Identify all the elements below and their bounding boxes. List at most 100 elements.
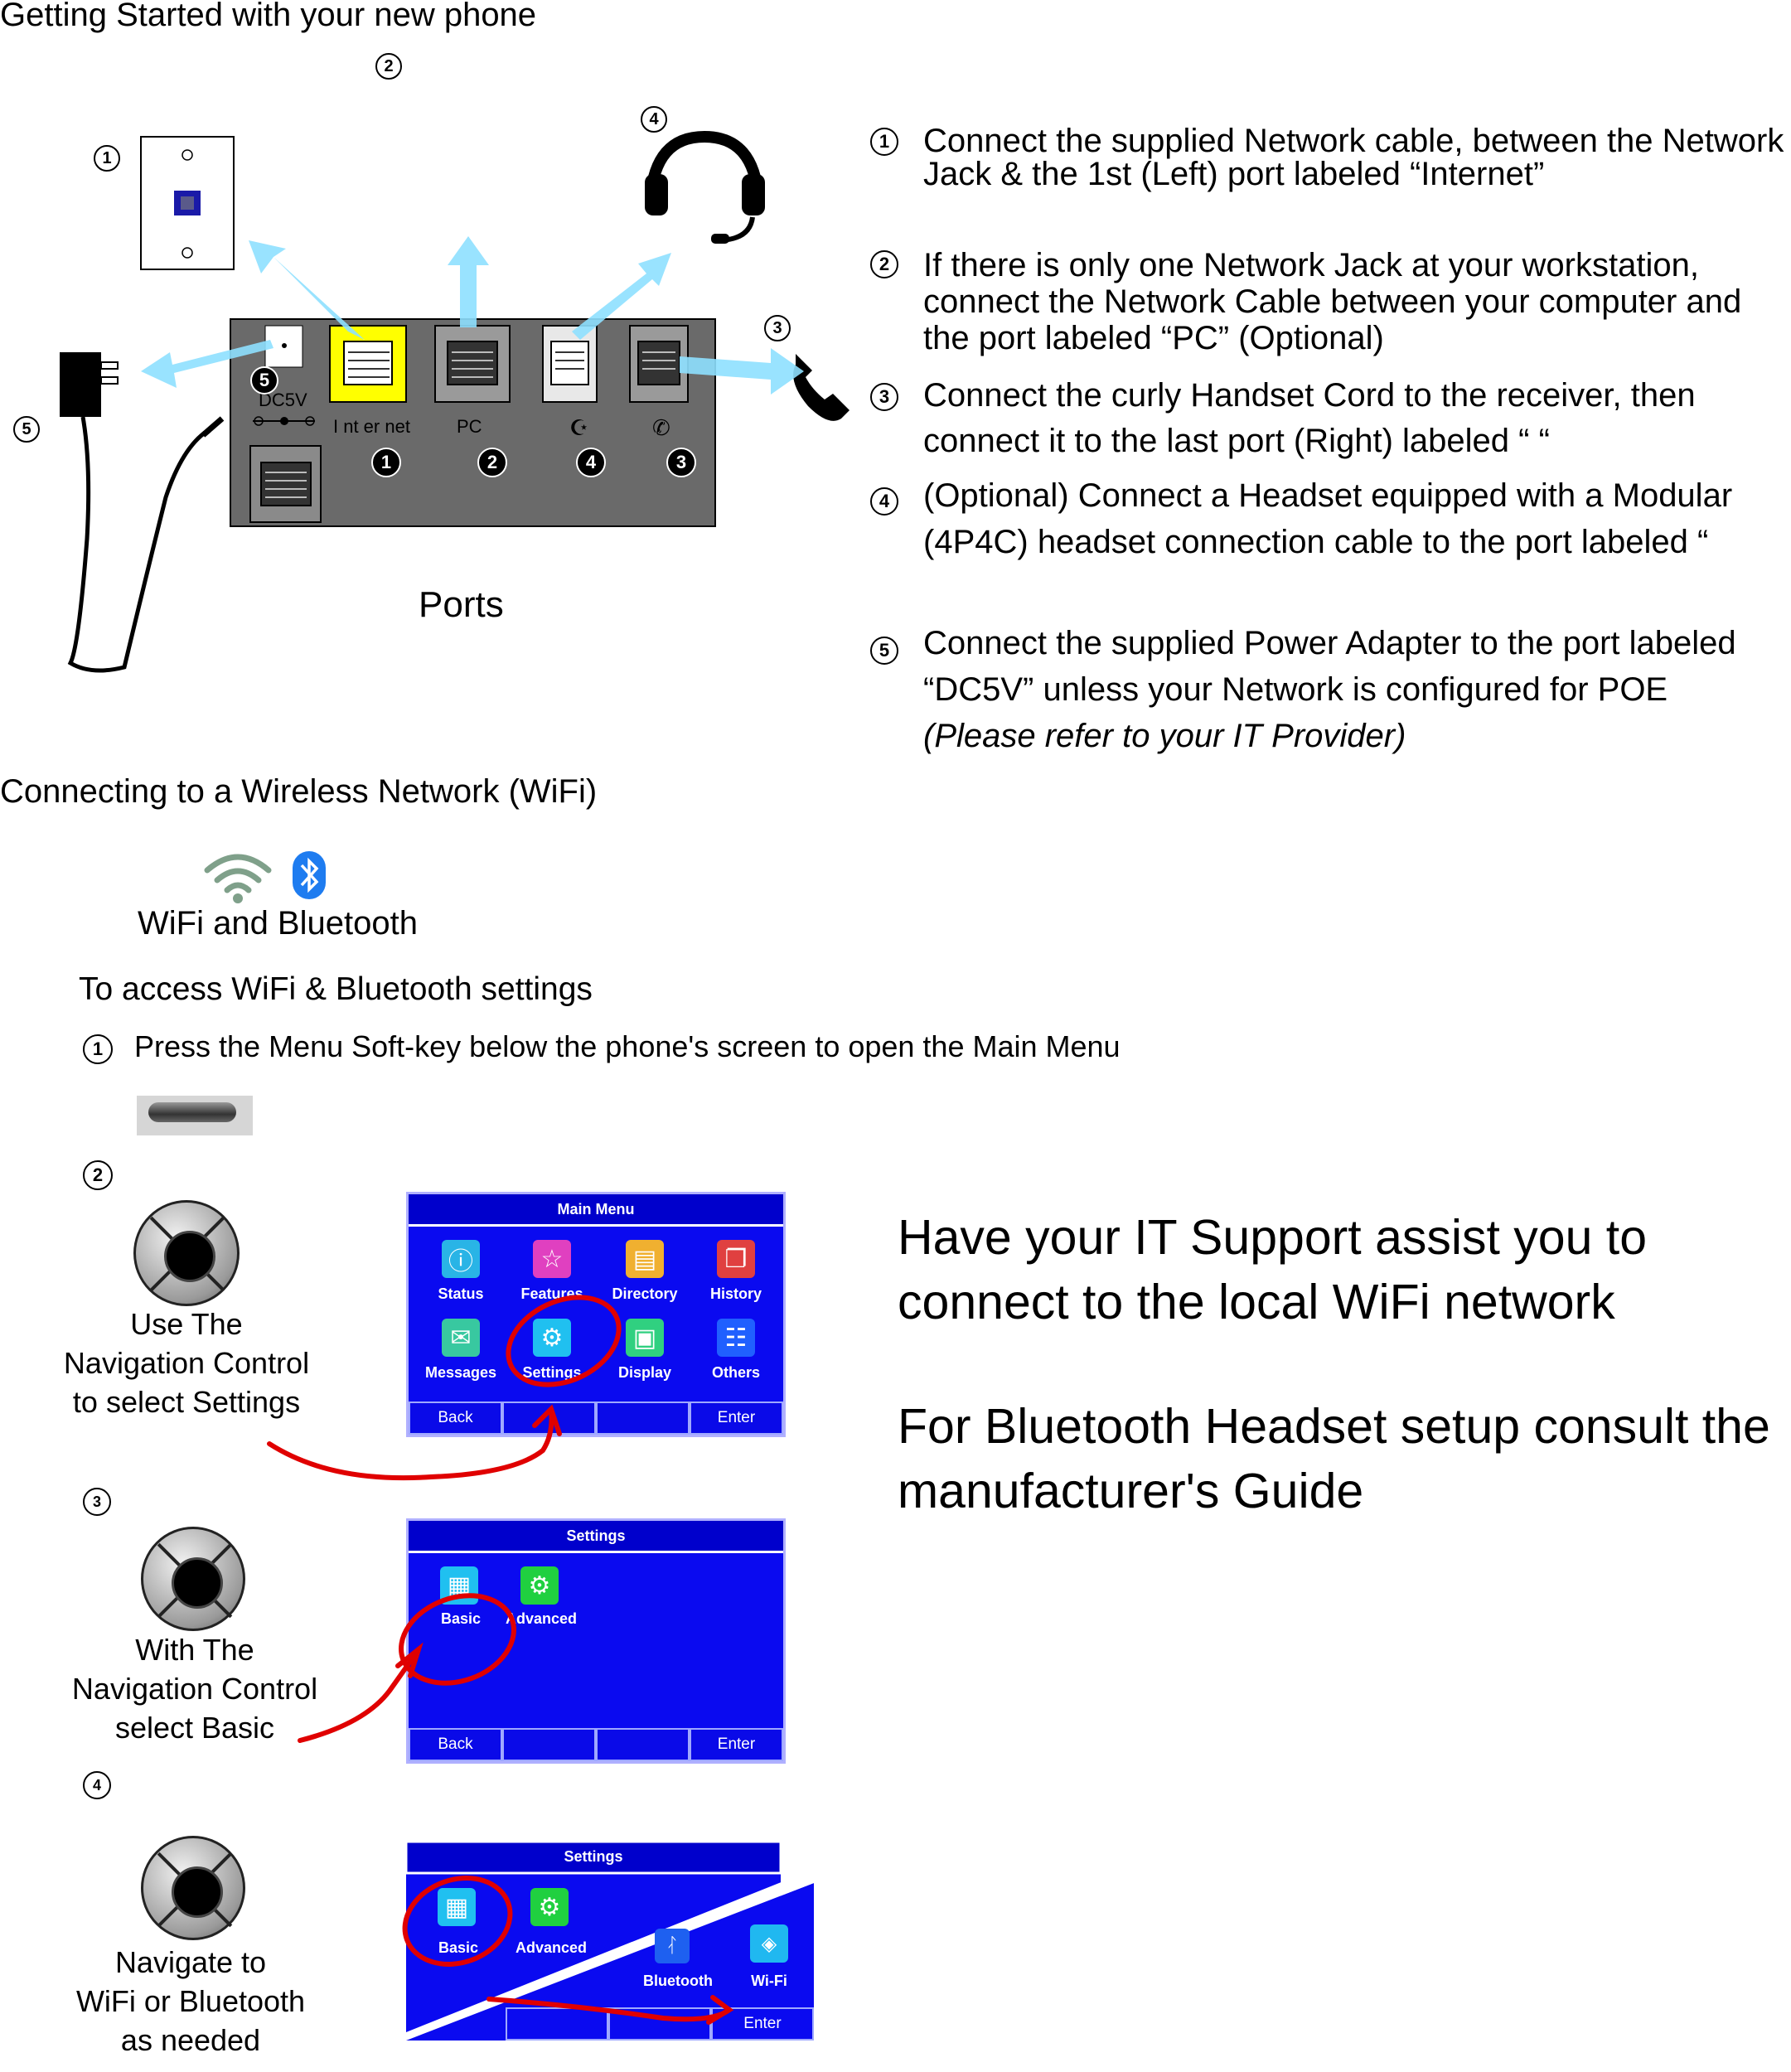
- handset-port: [629, 325, 689, 403]
- softkey-back[interactable]: Back: [409, 1402, 502, 1435]
- navigation-control-2[interactable]: [141, 1527, 245, 1631]
- settings-icon[interactable]: ⚙: [533, 1319, 571, 1357]
- access-heading: To access WiFi & Bluetooth settings: [79, 971, 593, 1007]
- settings-title-2: Settings: [564, 1847, 623, 1865]
- wifi-icon: [204, 854, 272, 893]
- headset-icon: [645, 130, 765, 244]
- internet-port-label: I nt er net: [333, 416, 410, 437]
- marker-3-top: 3: [764, 315, 791, 341]
- softkey-enter[interactable]: Enter: [690, 1402, 783, 1435]
- settings2-item-wifi[interactable]: Wi-Fi: [751, 1973, 787, 1989]
- settings-softkeys-2: Enter: [406, 2007, 814, 2041]
- basic-icon[interactable]: ▦: [440, 1566, 478, 1605]
- phone-symbol-icon: ✆: [652, 416, 670, 441]
- settings-title-1: Settings: [409, 1521, 783, 1553]
- step-2-text: If there is only one Network Jack at you…: [923, 247, 1742, 356]
- bluetooth-note: For Bluetooth Headset setup consult the …: [898, 1399, 1770, 1518]
- main-menu-screen: Main Menu ⓘ Status ☆ Features ▤ Director…: [406, 1192, 786, 1437]
- menu-item-directory[interactable]: Directory: [612, 1285, 678, 1302]
- navigation-control-3[interactable]: [141, 1836, 245, 1940]
- others-icon[interactable]: ☷: [717, 1319, 755, 1357]
- basic-icon-2[interactable]: ▦: [438, 1888, 476, 1926]
- softkey-back[interactable]: [406, 2007, 506, 2041]
- access-step-1-number: 1: [83, 1034, 113, 1064]
- settings-screen-2: Settings ▦ Basic ⚙ Advanced ᛮ Bluetooth …: [406, 1842, 814, 2041]
- marker-3-panel: 3: [666, 448, 696, 477]
- aux-port: [249, 445, 322, 523]
- power-adapter: [60, 352, 225, 673]
- marker-1-panel: 1: [371, 448, 401, 477]
- access-step-1-text: Press the Menu Soft-key below the phone'…: [134, 1029, 1121, 1063]
- marker-5-left: 5: [13, 416, 40, 443]
- menu-item-messages[interactable]: Messages: [424, 1364, 497, 1381]
- main-menu-title: Main Menu: [409, 1194, 783, 1227]
- pc-port: [434, 325, 511, 403]
- menu-item-features[interactable]: Features: [520, 1285, 583, 1302]
- connection-diagram: ☪ ✆: [60, 130, 850, 673]
- step-4-text: (Optional) Connect a Headset equipped wi…: [923, 477, 1733, 560]
- step-2: 2 If there is only one Network Jack at y…: [870, 247, 1782, 363]
- messages-icon[interactable]: ✉: [442, 1319, 480, 1357]
- settings2-item-advanced[interactable]: Advanced: [515, 1939, 588, 1956]
- settings2-item-bluetooth[interactable]: Bluetooth: [643, 1973, 713, 1989]
- settings-screen-1: Settings ▦ Basic ⚙ Advanced Back Enter: [406, 1518, 786, 1764]
- marker-4-panel: 4: [576, 448, 606, 477]
- access-step-2-number: 2: [83, 1160, 113, 1190]
- wall-jack: [140, 136, 235, 270]
- softkey-2[interactable]: [502, 1728, 596, 1761]
- softkey-enter[interactable]: Enter: [690, 1728, 783, 1761]
- icons-caption: WiFi and Bluetooth: [138, 905, 418, 942]
- headset-port: [542, 325, 598, 403]
- softkey-enter[interactable]: Enter: [711, 2007, 814, 2041]
- step-2-caption: Use The Navigation Control to select Set…: [63, 1307, 310, 1419]
- step-4: 4 (Optional) Connect a Headset equipped …: [870, 472, 1782, 613]
- page-title: Getting Started with your new phone: [0, 0, 537, 33]
- wifi-menu-icon[interactable]: ◈: [750, 1924, 788, 1963]
- bluetooth-icon: [293, 851, 326, 899]
- marker-2-top: 2: [375, 53, 402, 80]
- advanced-icon[interactable]: ⚙: [520, 1566, 559, 1605]
- marker-1-top: 1: [94, 145, 120, 172]
- marker-4-top: 4: [641, 106, 667, 133]
- step-5-number: 5: [870, 637, 898, 665]
- wifi-section-heading: Connecting to a Wireless Network (WiFi): [0, 773, 598, 810]
- menu-item-history[interactable]: History: [709, 1285, 762, 1302]
- directory-icon[interactable]: ▤: [626, 1240, 664, 1278]
- softkey-2[interactable]: [502, 1402, 596, 1435]
- settings2-item-basic[interactable]: Basic: [438, 1939, 479, 1956]
- connection-arrows: [141, 236, 804, 395]
- menu-item-others[interactable]: Others: [711, 1364, 761, 1381]
- access-step-4-number: 4: [83, 1771, 111, 1799]
- softkey-3[interactable]: [596, 1728, 690, 1761]
- menu-softkey[interactable]: [137, 1096, 253, 1135]
- it-support-note: Have your IT Support assist you to conne…: [898, 1210, 1648, 1329]
- softkey-3[interactable]: [608, 2007, 711, 2041]
- display-icon[interactable]: ▣: [626, 1319, 664, 1357]
- softkey-back[interactable]: Back: [409, 1728, 502, 1761]
- main-menu-softkeys: Back Enter: [409, 1402, 783, 1435]
- menu-item-display[interactable]: Display: [617, 1364, 672, 1381]
- bluetooth-menu-icon[interactable]: ᛮ: [655, 1929, 690, 1963]
- step-3-text: Connect the curly Handset Cord to the re…: [923, 377, 1696, 460]
- internet-port: [329, 325, 407, 403]
- menu-item-status[interactable]: Status: [438, 1285, 484, 1302]
- step-3: 3 Connect the curly Handset Cord to the …: [870, 373, 1782, 468]
- features-icon[interactable]: ☆: [533, 1240, 571, 1278]
- softkey-3[interactable]: [596, 1402, 690, 1435]
- step-4-caption: Navigate to WiFi or Bluetooth as needed: [75, 1945, 306, 2057]
- pc-port-label: PC: [457, 416, 482, 437]
- ports-caption: Ports: [419, 584, 504, 625]
- navigation-control-1[interactable]: [133, 1200, 240, 1306]
- handset-icon: [793, 354, 850, 421]
- status-icon[interactable]: ⓘ: [442, 1240, 480, 1278]
- settings-item-basic[interactable]: Basic: [440, 1610, 482, 1627]
- step-5-text: Connect the supplied Power Adapter to th…: [923, 620, 1785, 759]
- advanced-icon-2[interactable]: ⚙: [530, 1888, 569, 1926]
- access-step-3-number: 3: [83, 1488, 111, 1516]
- menu-item-settings[interactable]: Settings: [522, 1364, 582, 1381]
- step-5-text-main: Connect the supplied Power Adapter to th…: [923, 625, 1736, 708]
- softkey-2[interactable]: [506, 2007, 608, 2041]
- history-icon[interactable]: ❐: [717, 1240, 755, 1278]
- step-3-caption: With The Navigation Control select Basic: [71, 1633, 318, 1745]
- settings-item-advanced[interactable]: Advanced: [505, 1610, 578, 1627]
